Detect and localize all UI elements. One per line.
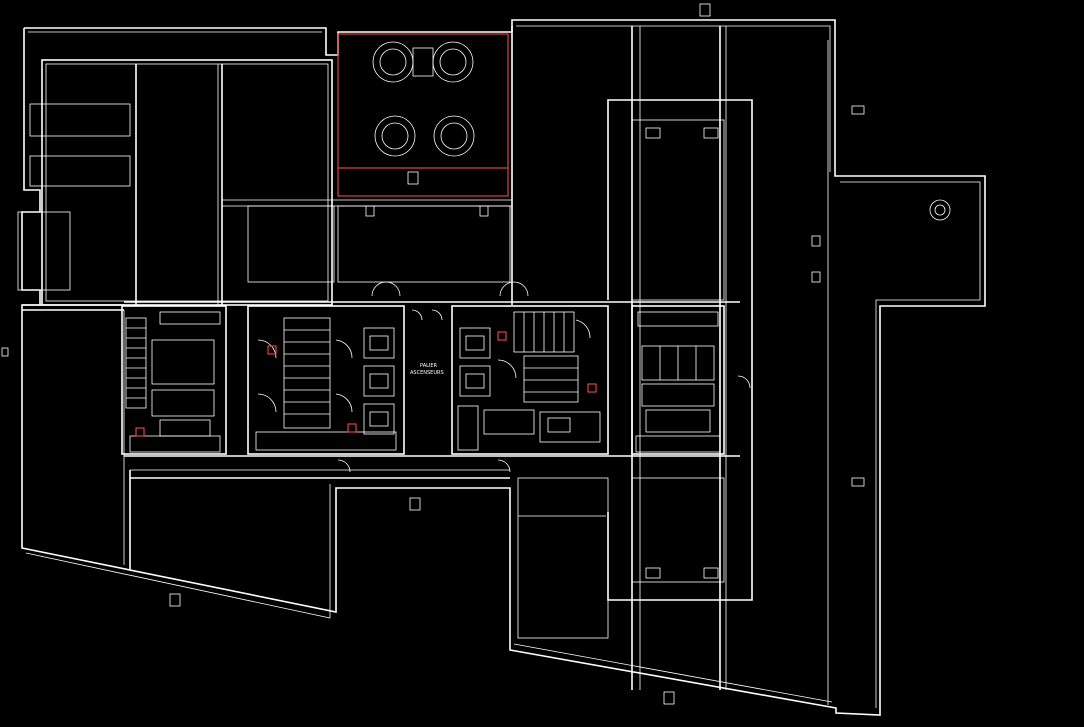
right-wing	[511, 26, 951, 705]
left-wing	[17, 59, 512, 306]
lobby-label-line1: PALIER	[420, 363, 438, 369]
core-band	[22, 301, 740, 570]
technical-room	[337, 33, 509, 197]
right-sanitary-block	[631, 305, 725, 455]
door-swings	[337, 281, 751, 473]
left-stair-block	[247, 305, 405, 455]
building-outline	[21, 19, 986, 716]
right-stair-block	[451, 305, 609, 455]
equipment-markers	[135, 331, 597, 437]
lobby-label: PALIER ASCENSEURS	[410, 363, 444, 376]
left-sanitary-block	[121, 305, 227, 455]
section-markers	[1, 3, 865, 705]
lobby-label-line2: ASCENSEURS	[410, 370, 444, 376]
